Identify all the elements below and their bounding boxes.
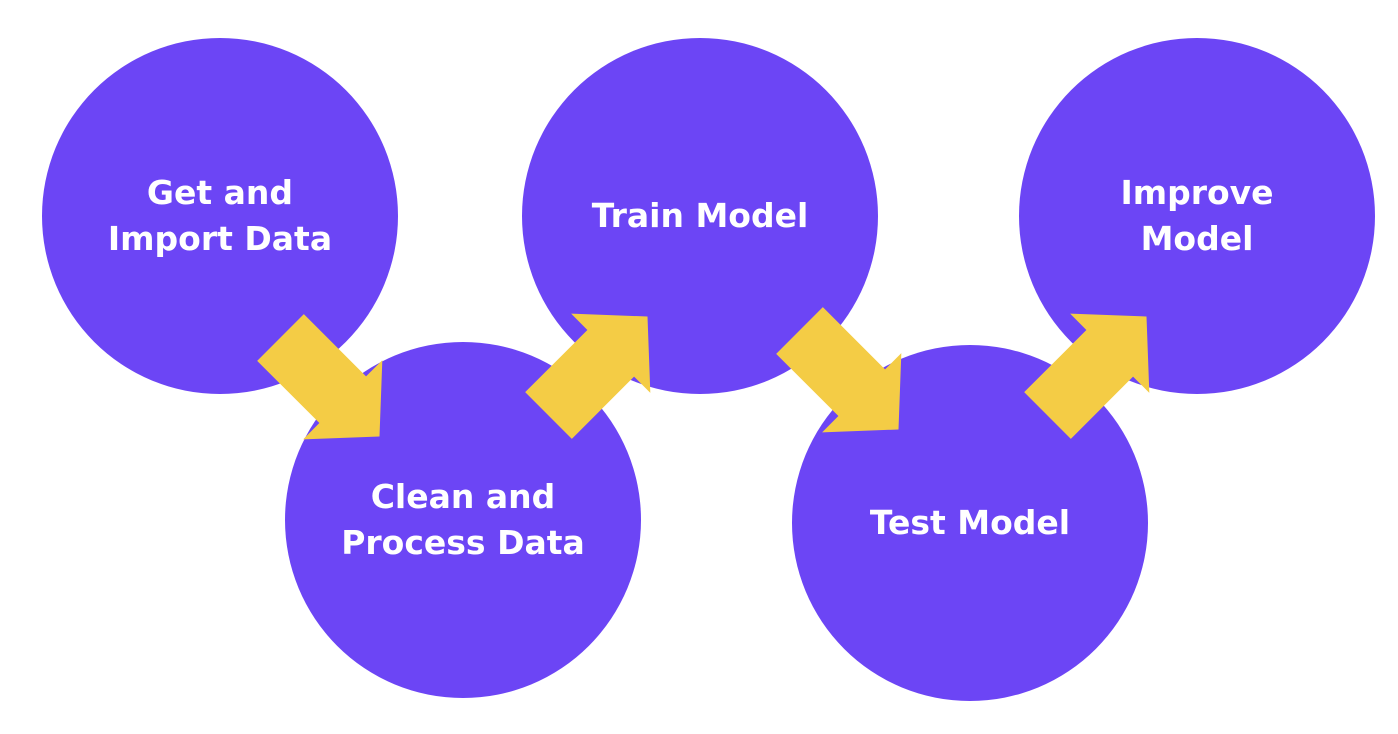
step-label: Train Model — [591, 196, 809, 235]
step-label: Improve Model — [1120, 173, 1274, 258]
step-label: Test Model — [869, 503, 1071, 542]
step-improve-model: Improve Model — [1019, 38, 1375, 394]
step-train-model: Train Model — [522, 38, 878, 394]
step-label: Clean and Process Data — [341, 477, 585, 562]
step-test-model: Test Model — [792, 345, 1148, 701]
step-label: Get and Import Data — [107, 173, 333, 258]
step-clean-and-process-data: Clean and Process Data — [285, 342, 641, 698]
step-get-and-import-data: Get and Import Data — [42, 38, 398, 394]
